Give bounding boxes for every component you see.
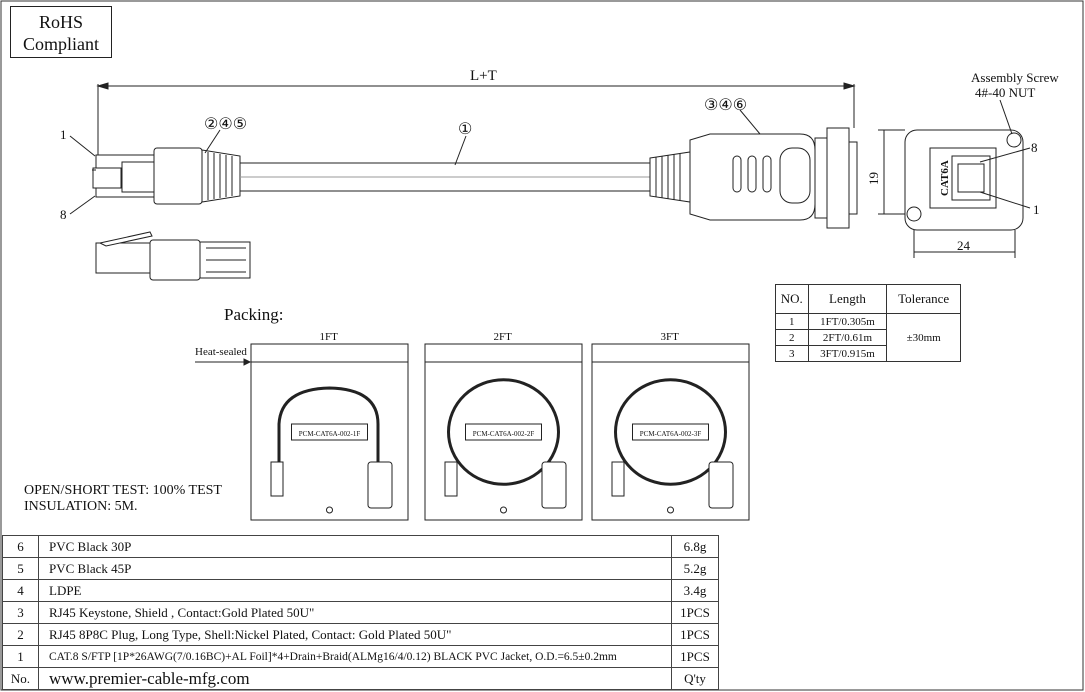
length-row-length: 3FT/0.915m	[807, 345, 888, 362]
bom-desc: LDPE	[38, 579, 672, 602]
bom-qty: 1PCS	[671, 645, 719, 668]
bag-label-box	[465, 423, 542, 441]
plug-side-view	[95, 231, 251, 281]
bom-desc: CAT.8 S/FTP [1P*26AWG(7/0.16BC)+AL Foil]…	[38, 645, 672, 668]
packing-title: Packing:	[224, 305, 284, 324]
bill-of-materials: 6 PVC Black 30P 6.8g 5 PVC Black 45P 5.2…	[2, 535, 719, 690]
length-dim-label: L+T	[470, 68, 497, 84]
keystone-housing	[649, 127, 858, 229]
test-note: OPEN/SHORT TEST: 100% TEST	[24, 483, 222, 498]
cable	[239, 162, 651, 192]
heat-sealed-arrow	[195, 358, 252, 366]
bom-row: 6 PVC Black 30P 6.8g	[2, 535, 719, 558]
bom-row: 4 LDPE 3.4g	[2, 579, 719, 602]
bag-hang-hole	[500, 506, 507, 514]
plug-parts-callout: ②④⑤	[204, 116, 247, 133]
assembly-screw-label: Assembly Screw	[971, 70, 1059, 85]
height-dim-label: 19	[866, 172, 881, 185]
length-tolerance: ±30mm	[886, 313, 961, 362]
nut-label: 4#-40 NUT	[975, 85, 1035, 100]
bom-row: 5 PVC Black 45P 5.2g	[2, 557, 719, 580]
bom-header-qty: Q'ty	[671, 667, 719, 690]
cable-part-callout: ①	[458, 121, 472, 138]
length-table-header-no: NO.	[775, 284, 809, 314]
length-table-header-length: Length	[807, 284, 888, 314]
length-row-no: 1	[775, 313, 809, 330]
bom-qty: 5.2g	[671, 557, 719, 580]
coiled-cable	[447, 378, 560, 486]
length-table-header-tolerance: Tolerance	[886, 284, 961, 314]
insulation-note: INSULATION: 5M.	[24, 499, 138, 514]
bag-plug	[611, 461, 625, 497]
bom-desc: RJ45 8P8C Plug, Long Type, Shell:Nickel …	[38, 623, 672, 646]
bom-row: 1 CAT.8 S/FTP [1P*26AWG(7/0.16BC)+AL Foi…	[2, 645, 719, 668]
bag-hang-hole	[667, 506, 674, 514]
bom-qty: 3.4g	[671, 579, 719, 602]
length-row-length: 1FT/0.305m	[807, 313, 888, 330]
bom-desc: PVC Black 30P	[38, 535, 672, 558]
bom-row: 3 RJ45 Keystone, Shield , Contact:Gold P…	[2, 601, 719, 624]
bom-qty: 1PCS	[671, 601, 719, 624]
length-row-no: 2	[775, 329, 809, 346]
bom-row: 2 RJ45 8P8C Plug, Long Type, Shell:Nicke…	[2, 623, 719, 646]
bag-size-label: 1FT	[320, 331, 339, 343]
width-dim-label: 24	[957, 238, 971, 253]
bom-no: 1	[2, 645, 39, 668]
bag-size-label: 3FT	[661, 331, 680, 343]
bag-hang-hole	[326, 506, 333, 514]
jack-pin8-label: 8	[1031, 140, 1038, 155]
rohs-line1: RoHS	[38, 12, 83, 32]
packing-bags: 1FT PCM-CAT6A-002-1F 2FT PCM-CAT6A-002-2F 3F…	[250, 331, 750, 521]
bag-keystone	[708, 461, 734, 509]
rohs-line2: Compliant	[23, 34, 99, 54]
bom-no: 5	[2, 557, 39, 580]
bag-plug	[444, 461, 458, 497]
bag-keystone	[367, 461, 393, 509]
bom-no: 3	[2, 601, 39, 624]
bom-desc: RJ45 Keystone, Shield , Contact:Gold Pla…	[38, 601, 672, 624]
length-table: NO. Length Tolerance 1 1FT/0.305m ±30mm …	[775, 284, 961, 362]
bag-part-label: PCM-CAT6A-002-2F	[473, 430, 535, 438]
pin8-callout: 8	[60, 207, 67, 222]
jack-label: CAT6A	[939, 160, 951, 196]
website-url: www.premier-cable-mfg.com	[38, 667, 672, 690]
bag-size-label: 2FT	[494, 331, 513, 343]
bom-header-row: No. www.premier-cable-mfg.com Q'ty	[2, 667, 719, 690]
rj45-plug	[92, 147, 241, 205]
bom-desc: PVC Black 45P	[38, 557, 672, 580]
keystone-parts-callout: ③④⑥	[704, 97, 747, 114]
coiled-cable	[614, 378, 727, 486]
bom-no: 2	[2, 623, 39, 646]
bag-plug	[270, 461, 284, 497]
bom-header-no: No.	[2, 667, 39, 690]
bag-part-label: PCM-CAT6A-002-3F	[640, 430, 702, 438]
callout-lines	[69, 109, 761, 215]
pin1-callout: 1	[60, 127, 67, 142]
rohs-badge: RoHS Compliant	[10, 6, 112, 58]
bom-no: 6	[2, 535, 39, 558]
length-row-length: 2FT/0.61m	[807, 329, 888, 346]
keystone-front-view	[878, 99, 1031, 258]
bag-label-box	[632, 423, 709, 441]
bom-qty: 6.8g	[671, 535, 719, 558]
length-row-no: 3	[775, 345, 809, 362]
heat-sealed-label: Heat-sealed	[195, 346, 247, 358]
jack-pin1-label: 1	[1033, 202, 1040, 217]
bag-label-box	[291, 423, 368, 441]
coiled-cable	[277, 386, 380, 464]
test-notes: OPEN/SHORT TEST: 100% TEST INSULATION: 5…	[24, 483, 222, 515]
bom-no: 4	[2, 579, 39, 602]
bag-keystone	[541, 461, 567, 509]
bom-qty: 1PCS	[671, 623, 719, 646]
overall-length-dimension	[96, 82, 856, 155]
bag-part-label: PCM-CAT6A-002-1F	[299, 430, 361, 438]
